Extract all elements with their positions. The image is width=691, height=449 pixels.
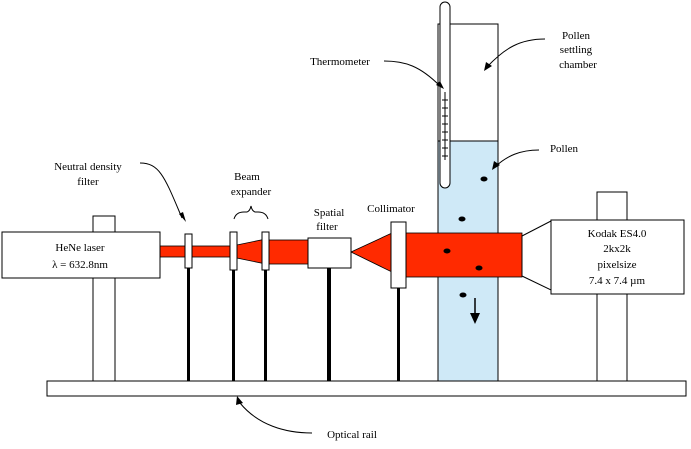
spatial-filter-label-line2: filter xyxy=(316,221,338,233)
chamber-leader xyxy=(486,38,546,68)
camera-label-line2: 2kx2k xyxy=(603,243,631,255)
chamber-leader-head xyxy=(484,62,492,71)
pollen-leader-head xyxy=(492,161,500,170)
nd-filter-leader xyxy=(139,162,183,219)
optical-rail-leader xyxy=(239,402,313,434)
collimator xyxy=(390,221,407,381)
hene-laser-box xyxy=(1,231,161,279)
pollen-particle xyxy=(475,265,483,271)
collimator-label: Collimator xyxy=(367,203,415,215)
expander-lens-1 xyxy=(229,231,238,271)
camera-label-line4: 7.4 x 7.4 µm xyxy=(589,275,646,287)
pollen-particle xyxy=(443,248,451,254)
thermometer-label: Thermometer xyxy=(310,56,370,68)
chamber-label-line1: Pollen xyxy=(562,30,591,42)
hene-laser-label-line1: HeNe laser xyxy=(55,242,105,254)
camera-lens xyxy=(521,220,552,291)
beam-expander xyxy=(229,231,270,381)
hene-laser-label-line2: λ = 632.8nm xyxy=(52,259,108,271)
spatial-filter-label-line1: Spatial xyxy=(314,207,345,219)
camera-body xyxy=(550,219,685,295)
spatial-filter-box xyxy=(307,237,352,269)
nd-filter-label-line2: filter xyxy=(77,176,99,188)
beam-expander-brace xyxy=(233,205,269,220)
nd-filter-leader-head xyxy=(179,212,186,222)
camera-label-line1: Kodak ES4.0 xyxy=(588,228,647,240)
chamber-label-line3: chamber xyxy=(559,59,597,71)
pollen-label: Pollen xyxy=(550,143,579,155)
thermometer-leader-head xyxy=(436,81,444,89)
optical-rail-leader-head xyxy=(236,396,243,405)
collimator-lens xyxy=(390,221,407,289)
camera-label-line3: pixelsize xyxy=(597,259,636,271)
thermometer xyxy=(439,1,451,189)
optical-rail-label: Optical rail xyxy=(327,429,377,441)
nd-filter-element xyxy=(184,233,193,269)
optical-rail xyxy=(46,380,687,397)
beam-segment-to-filter xyxy=(265,239,309,265)
pollen-particles xyxy=(443,176,488,298)
beam-expander-label-line2: expander xyxy=(231,186,272,198)
beam-segment-laser xyxy=(159,245,233,258)
beam-cone-diverging xyxy=(350,232,393,273)
beam-collimated xyxy=(391,232,523,278)
pollen-particle xyxy=(459,292,467,298)
beam-expander-label-line1: Beam xyxy=(234,171,260,183)
pollen-leader xyxy=(495,149,540,167)
pollen-particle xyxy=(480,176,488,182)
nd-filter-label-line1: Neutral density xyxy=(54,161,122,173)
expander-lens-2 xyxy=(261,231,270,271)
thermometer-leader xyxy=(383,60,441,87)
spatial-filter xyxy=(307,237,352,381)
chamber-label-line2: settling xyxy=(560,44,593,56)
neutral-density-filter xyxy=(184,233,193,381)
settling-arrow xyxy=(470,298,480,324)
pollen-particle xyxy=(458,216,466,222)
